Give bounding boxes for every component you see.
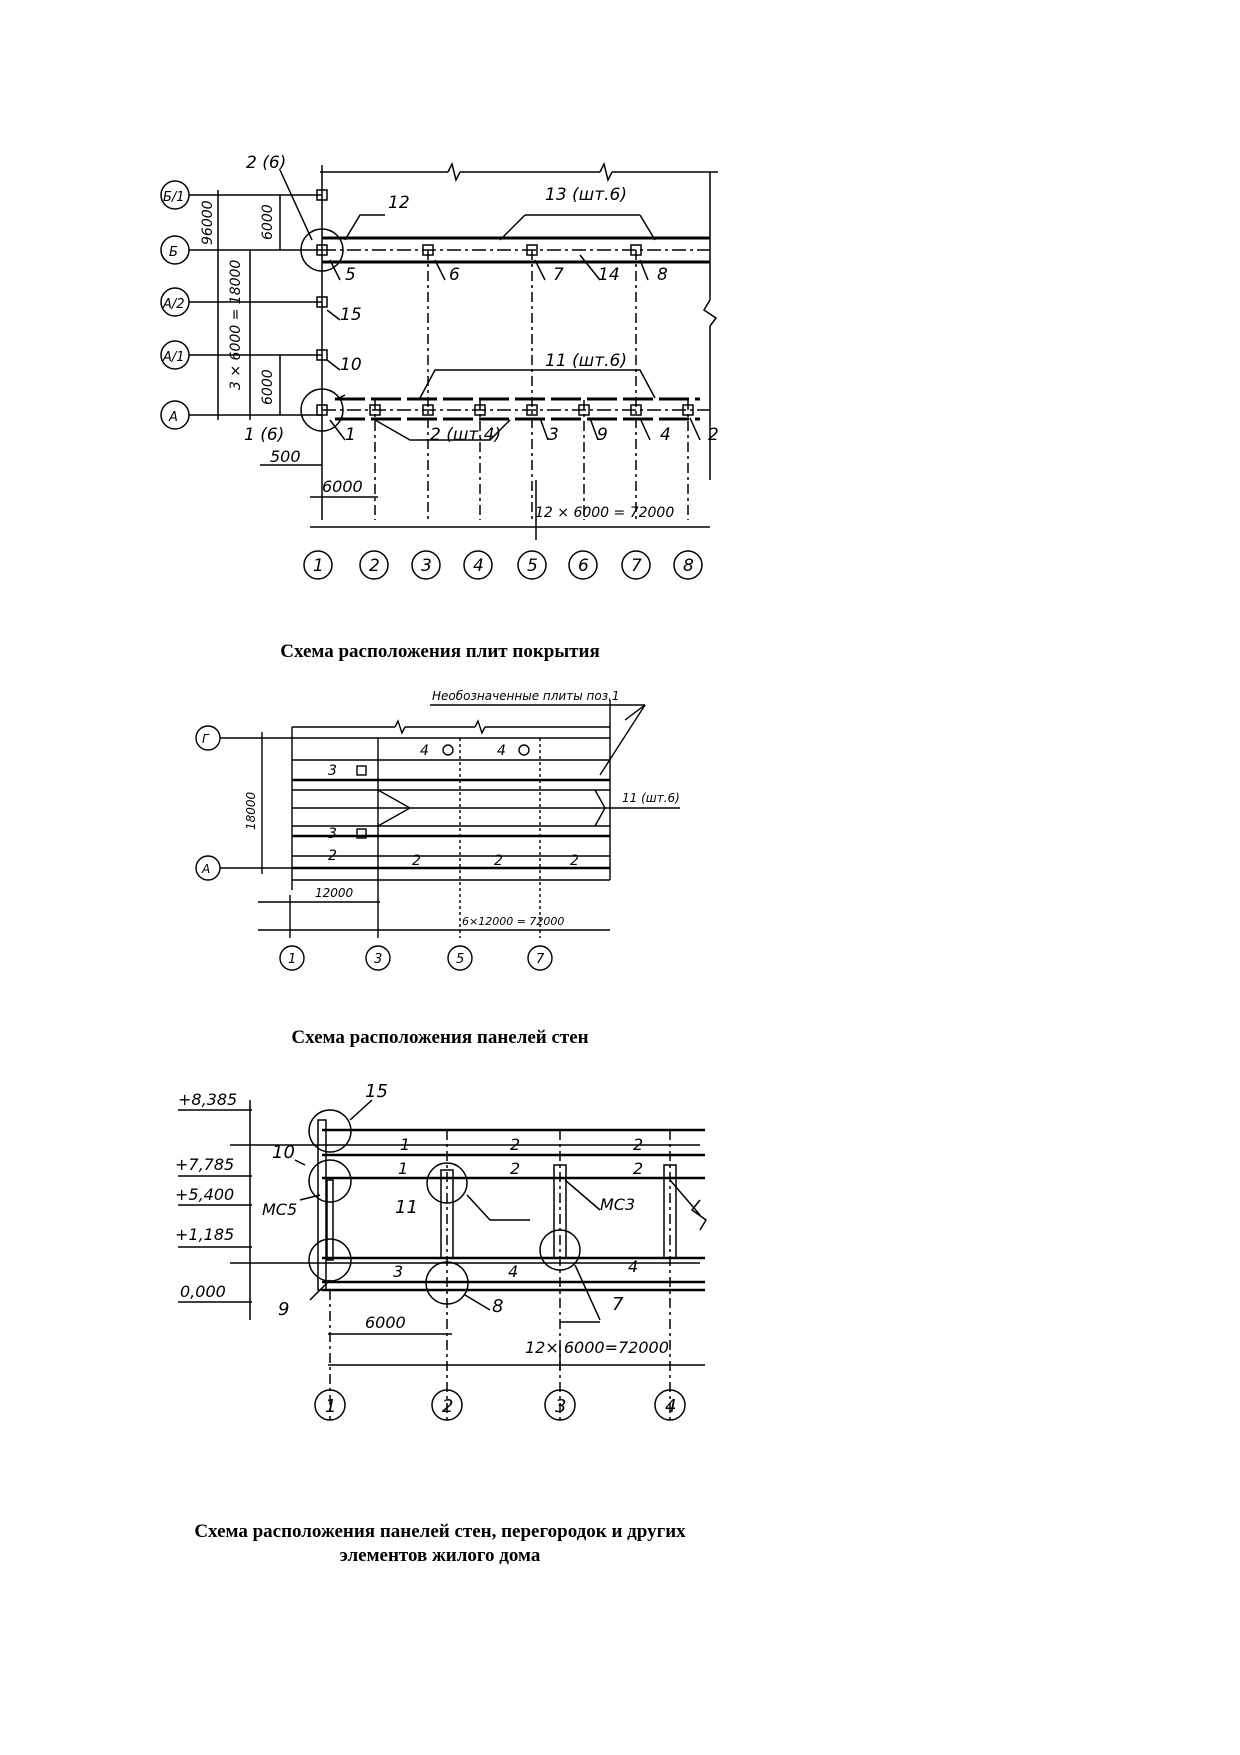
panel-row2-c: 2 xyxy=(633,1159,643,1178)
label-8-d3: 8 xyxy=(492,1296,503,1317)
col-axis-4: 4 xyxy=(473,556,484,576)
dim-18000: 18000 xyxy=(244,791,258,830)
label-2-6: 2 (6) xyxy=(246,153,286,173)
col-axis-3: 3 xyxy=(421,556,432,576)
cell-2d: 2 xyxy=(570,853,579,869)
level-8385: +8,385 xyxy=(178,1090,237,1109)
label-mc3: МС3 xyxy=(600,1195,635,1214)
label-7: 7 xyxy=(553,265,564,285)
label-15-d3: 15 xyxy=(365,1081,388,1102)
label-7-d3: 7 xyxy=(612,1294,624,1315)
panel-row3-a: 3 xyxy=(393,1262,403,1281)
label-8: 8 xyxy=(657,265,668,285)
dim-6000-low: 6000 xyxy=(260,369,276,405)
col-axis-7: 7 xyxy=(631,556,642,576)
panel-row2-b: 2 xyxy=(510,1159,520,1178)
level-7785: +7,785 xyxy=(175,1155,234,1174)
label-11: 11 (шт.6) xyxy=(545,351,627,371)
note-unmarked-slabs: Необозначенные плиты поз.1 xyxy=(432,689,620,703)
label-1: 1 xyxy=(345,425,356,445)
panel-row1-a: 1 xyxy=(400,1135,410,1154)
dim-6000-d3: 6000 xyxy=(365,1313,406,1332)
col3-axis-4: 4 xyxy=(665,1396,676,1417)
cell-3a: 3 xyxy=(328,763,337,779)
dim-6000-bottom: 6000 xyxy=(322,477,363,496)
cell-4b: 4 xyxy=(497,743,506,759)
cell-4a: 4 xyxy=(420,743,429,759)
panel-row2-a: 1 xyxy=(398,1159,408,1178)
label-2: 2 xyxy=(708,425,719,445)
dim-96000: 96000 xyxy=(200,200,216,245)
label-mc5: МС5 xyxy=(262,1200,297,1219)
label-9: 9 xyxy=(597,425,608,445)
label-5: 5 xyxy=(345,265,356,285)
label-6: 6 xyxy=(449,265,460,285)
level-1185: +1,185 xyxy=(175,1225,234,1244)
col3-axis-1: 1 xyxy=(325,1396,336,1417)
panel-row3-b: 4 xyxy=(508,1262,518,1281)
dim-12x6000: 12 × 6000 = 72000 xyxy=(535,505,674,521)
panel-row3-c: 4 xyxy=(628,1257,638,1276)
panel-row1-b: 2 xyxy=(510,1135,520,1154)
dim-500: 500 xyxy=(270,447,301,466)
label-11-d3: 11 xyxy=(395,1197,418,1218)
col3-axis-2: 2 xyxy=(442,1396,453,1417)
col2-axis-1: 1 xyxy=(288,952,296,967)
label-12: 12 xyxy=(388,193,410,213)
axis-a-2: А xyxy=(201,862,210,876)
axis-a1: А/1 xyxy=(162,350,185,365)
label-1-6: 1 (6) xyxy=(244,425,284,445)
label-10-d3: 10 xyxy=(272,1142,295,1163)
axis-b: Б xyxy=(169,245,178,260)
label-13: 13 (шт.6) xyxy=(545,185,627,205)
col-axis-8: 8 xyxy=(683,556,694,576)
col-axis-1: 1 xyxy=(313,556,324,576)
level-5400: +5,400 xyxy=(175,1185,234,1204)
cell-2c: 2 xyxy=(494,853,503,869)
axis-b1: Б/1 xyxy=(163,190,185,205)
col2-axis-3: 3 xyxy=(374,952,382,967)
label-4: 4 xyxy=(660,425,671,445)
panel-row1-c: 2 xyxy=(633,1135,643,1154)
col3-axis-3: 3 xyxy=(555,1396,566,1417)
dim-6x12000: 6×12000 = 72000 xyxy=(462,915,564,928)
col2-axis-5: 5 xyxy=(456,952,464,967)
axis-a: А xyxy=(168,410,178,425)
label-14: 14 xyxy=(598,265,620,285)
label-15: 15 xyxy=(340,305,362,325)
caption-house-line1: Схема расположения панелей стен, перегор… xyxy=(194,1521,686,1542)
axis-a2: А/2 xyxy=(162,297,185,312)
dim-12000: 12000 xyxy=(315,886,354,900)
caption-house-elements: Схема расположения панелей стен, перегор… xyxy=(100,1520,780,1568)
col-axis-6: 6 xyxy=(578,556,589,576)
axis-g: Г xyxy=(202,732,210,746)
label-9-d3: 9 xyxy=(278,1299,289,1320)
caption-wall-panels: Схема расположения панелей стен xyxy=(291,1027,589,1048)
dim-6000-top: 6000 xyxy=(260,204,276,240)
dim-12x6000-d3: 12× 6000=72000 xyxy=(525,1338,669,1357)
label-10: 10 xyxy=(340,355,362,375)
dim-3x6000: 3 × 6000 = 18000 xyxy=(228,260,244,390)
col-axis-2: 2 xyxy=(369,556,380,576)
col2-axis-7: 7 xyxy=(536,952,545,967)
cell-3b: 3 xyxy=(328,826,337,842)
col-axis-5: 5 xyxy=(527,556,538,576)
level-0000: 0,000 xyxy=(180,1282,226,1301)
caption-house-line2: элементов жилого дома xyxy=(339,1545,541,1566)
label-3: 3 xyxy=(548,425,559,445)
note-11: 11 (шт.6) xyxy=(622,791,680,805)
cell-2b: 2 xyxy=(412,853,421,869)
label-2-4: 2 (шт.4) xyxy=(430,425,501,445)
cell-2a: 2 xyxy=(328,848,337,864)
caption-roof-slabs: Схема расположения плит покрытия xyxy=(280,641,600,662)
